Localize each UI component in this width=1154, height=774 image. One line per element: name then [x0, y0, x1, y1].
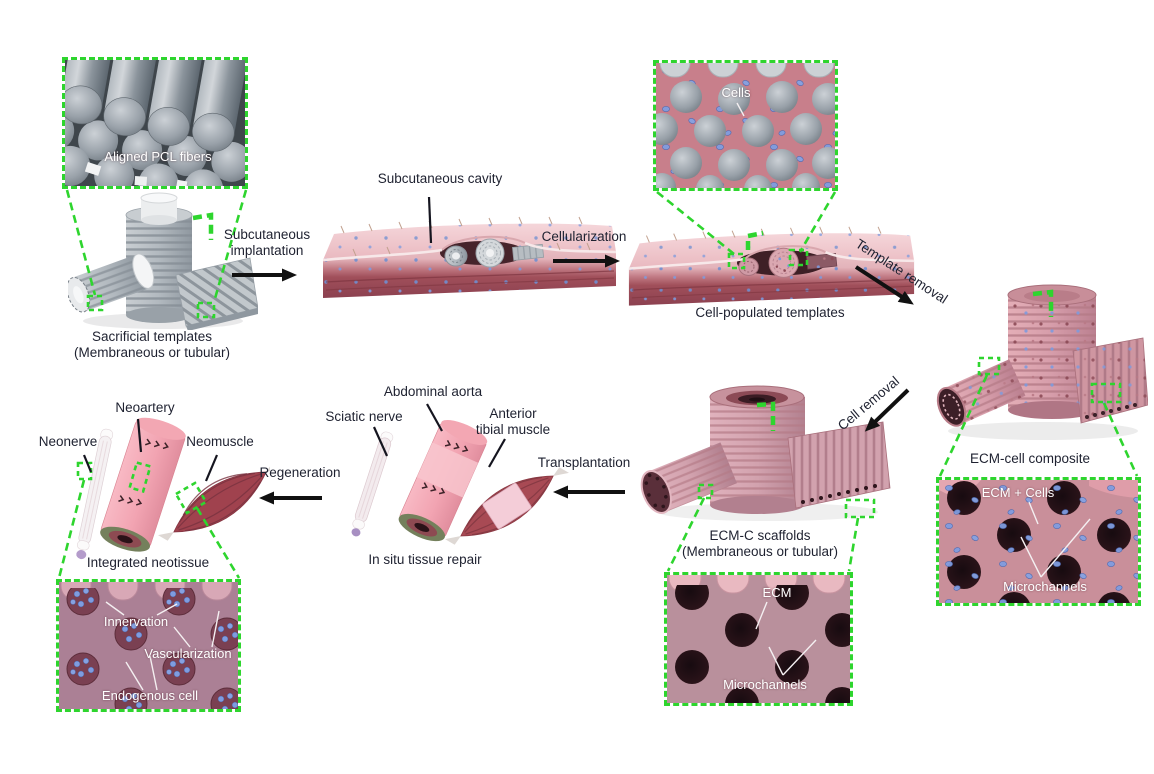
ecm-cell-composite-art — [933, 283, 1149, 448]
ecm-cells-label: ECM + Cells — [981, 485, 1055, 500]
in-situ-repair-caption: In situ tissue repair — [368, 552, 482, 567]
ecm-cell-composite-caption: ECM-cell composite — [969, 451, 1091, 466]
scaffold-connector-right — [847, 517, 860, 572]
pcl-fibers-art — [65, 60, 245, 186]
regeneration-arrow-label: Regeneration — [259, 465, 341, 480]
neotissue-inset-art — [59, 582, 238, 709]
ecm-label: ECM — [762, 585, 792, 600]
neoartery-callout: Neoartery — [115, 400, 175, 415]
subcutaneous-cavity-callout: Subcutaneous cavity — [377, 171, 503, 186]
abdominal-aorta-callout: Abdominal aorta — [383, 384, 483, 399]
innervation-label: Innervation — [103, 614, 169, 629]
subcutaneous-tissue-art — [320, 210, 620, 310]
ecm-c-scaffolds-art — [638, 380, 898, 525]
ecm-c-scaffolds-caption: ECM-C scaffolds (Membraneous or tubular) — [681, 528, 839, 559]
neonerve-callout: Neonerve — [38, 434, 98, 449]
abdominal-aorta-shape — [398, 419, 488, 542]
microchannels-label-right: Microchannels — [1003, 579, 1087, 594]
sacrificial-templates-art — [66, 190, 259, 331]
vascularization-label: Vascularization — [144, 646, 232, 661]
cellularization-arrow-label: Cellularization — [541, 229, 627, 244]
cells-inset — [653, 60, 838, 191]
cells-inset-art — [656, 63, 835, 188]
repair-organs-art — [335, 418, 570, 563]
implantation-arrow-label: Subcutaneous implantation — [223, 227, 311, 258]
cell-populated-caption: Cell-populated templates — [695, 305, 845, 320]
sciatic-nerve-shape — [351, 431, 394, 537]
pcl-fibers-inset — [62, 57, 248, 189]
microchannels-label-mid: Microchannels — [723, 677, 807, 692]
neotissue-inset — [56, 579, 241, 712]
sciatic-nerve-callout: Sciatic nerve — [325, 409, 403, 424]
cells-label: Cells — [721, 85, 751, 100]
neomuscle-callout: Neomuscle — [186, 434, 254, 449]
tibial-muscle-shape — [445, 467, 569, 545]
endogenous-cell-label: Endogenous cell — [101, 688, 199, 703]
pcl-fibers-caption: Aligned PCL fibers — [104, 149, 212, 164]
integrated-neotissue-caption: Integrated neotissue — [86, 555, 210, 570]
sacrificial-templates-caption: Sacrificial templates (Membraneous or tu… — [73, 329, 231, 360]
tibial-muscle-callout: Anterior tibial muscle — [475, 406, 551, 437]
transplantation-arrow-label: Transplantation — [537, 455, 631, 470]
